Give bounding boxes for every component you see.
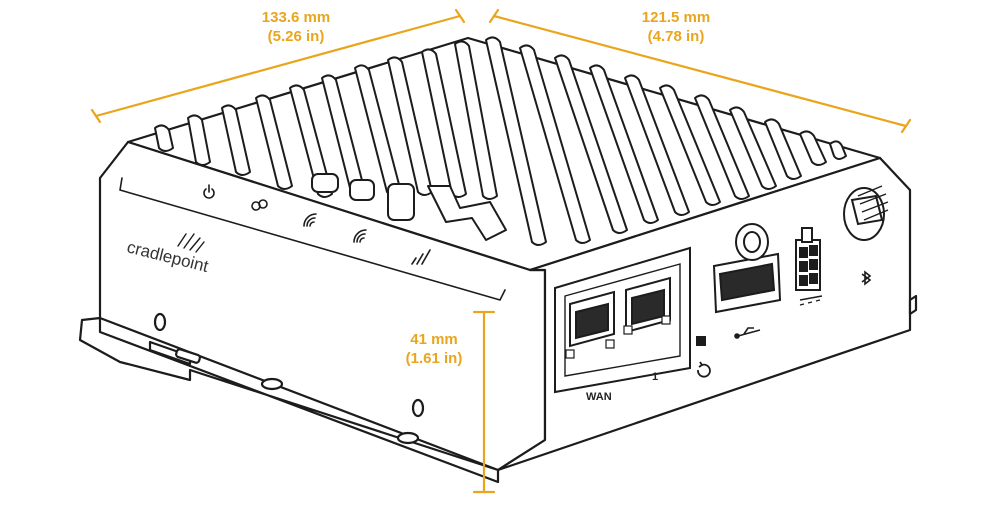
brand-logo-mark (177, 233, 205, 253)
sim-icon (251, 199, 268, 211)
height-dimension-line (472, 310, 496, 494)
wan-port (565, 290, 615, 359)
reset-button (696, 336, 706, 346)
length-imperial: (5.26 in) (267, 28, 325, 45)
wifi-icon (353, 229, 367, 243)
heatsink-fins (154, 36, 847, 246)
wifi-icon (303, 213, 317, 227)
width-metric: 121.5 mm (641, 9, 711, 26)
height-dimension-label: 41 mm (1.61 in) (394, 330, 474, 368)
antenna-connector (843, 185, 889, 241)
length-dimension-label: 133.6 mm (5.26 in) (236, 8, 356, 46)
usb-icon (734, 327, 761, 339)
length-dimension-line (90, 8, 466, 124)
power-icon (203, 184, 215, 199)
signal-icon (411, 249, 431, 265)
mounting-hole (260, 377, 284, 391)
wan-port-label: WAN (586, 391, 612, 403)
length-metric: 133.6 mm (261, 9, 331, 26)
width-imperial: (4.78 in) (647, 28, 705, 45)
power-connector (795, 227, 821, 291)
lan-port (623, 276, 671, 335)
width-dimension-line (488, 8, 912, 134)
mounting-flange (78, 316, 500, 484)
dc-icon (799, 295, 823, 306)
width-dimension-label: 121.5 mm (4.78 in) (616, 8, 736, 46)
height-metric: 41 mm (410, 331, 458, 348)
lan-port-label: 1 (652, 371, 658, 383)
reset-icon (697, 361, 711, 378)
mounting-hole (396, 431, 420, 445)
usb-port (712, 223, 782, 314)
height-imperial: (1.61 in) (405, 350, 463, 367)
bluetooth-icon (861, 270, 872, 286)
heatsink-knobs (311, 173, 507, 241)
